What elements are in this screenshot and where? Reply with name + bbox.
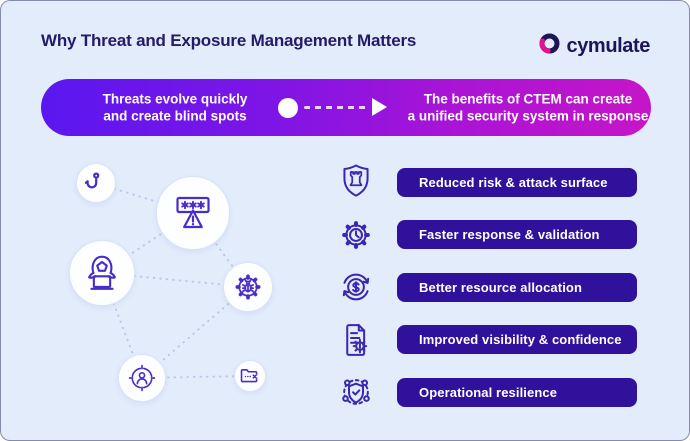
diagram-node-targeted-user <box>118 354 166 402</box>
phishing-hook-icon <box>84 171 108 195</box>
benefit-pill: Reduced risk & attack surface <box>397 167 637 197</box>
banner-right-line2: a unified security system in response <box>407 108 649 124</box>
benefit-pill: Better resource allocation <box>397 272 637 302</box>
benefit-row-visibility: Improved visibility & confidence <box>331 315 637 365</box>
document-bug-icon <box>331 319 381 361</box>
malware-gear-bug-icon <box>229 268 267 306</box>
banner-right-line1: The benefits of CTEM can create <box>423 91 633 107</box>
arrow-dashed-line <box>304 105 370 109</box>
diagram-node-hacker <box>69 240 135 306</box>
diagram-node-missing-file <box>234 360 266 392</box>
benefit-row-resilience: Operational resilience <box>331 367 637 417</box>
password-warning-icon <box>169 190 217 236</box>
benefits-list: Reduced risk & attack surface <box>331 157 637 417</box>
dollar-cycle-icon <box>331 266 381 308</box>
diagram-node-phishing <box>76 163 116 203</box>
arrow-head <box>372 98 387 116</box>
targeted-user-icon <box>124 360 160 396</box>
benefit-label: Reduced risk & attack surface <box>419 174 608 190</box>
shield-check-network-icon <box>331 371 381 413</box>
dot-dash-arrow-icon <box>278 79 390 136</box>
benefit-pill: Faster response & validation <box>397 220 637 249</box>
cymulate-o-logo-icon <box>538 32 561 60</box>
gear-clock-icon <box>331 214 381 256</box>
logo-text: cymulate <box>566 34 650 57</box>
banner-left-line2: and create blind spots <box>103 108 247 124</box>
benefit-label: Improved visibility & confidence <box>419 332 622 347</box>
cymulate-logo: cymulate <box>538 32 650 60</box>
missing-file-folder-icon <box>239 365 262 388</box>
banner-left-line1: Threats evolve quickly <box>102 91 248 107</box>
shield-rook-icon <box>331 161 381 203</box>
hacker-laptop-icon <box>79 250 125 296</box>
benefit-row-resource-allocation: Better resource allocation <box>331 262 637 312</box>
threat-to-benefit-banner: Threats evolve quickly and create blind … <box>41 79 651 136</box>
benefit-label: Operational resilience <box>419 384 558 400</box>
arrow-start-dot <box>278 97 298 118</box>
benefit-pill: Improved visibility & confidence <box>397 325 637 354</box>
diagram-node-password <box>156 176 230 250</box>
diagram-node-malware <box>223 262 273 312</box>
benefit-label: Better resource allocation <box>419 279 582 295</box>
benefit-pill: Operational resilience <box>397 377 637 407</box>
page-title: Why Threat and Exposure Management Matte… <box>41 31 417 50</box>
banner-right-text: The benefits of CTEM can create a unifie… <box>394 90 662 125</box>
benefit-row-faster-response: Faster response & validation <box>331 210 637 260</box>
benefit-row-reduced-risk: Reduced risk & attack surface <box>331 157 637 207</box>
banner-left-text: Threats evolve quickly and create blind … <box>59 90 291 125</box>
benefit-label: Faster response & validation <box>419 227 600 242</box>
